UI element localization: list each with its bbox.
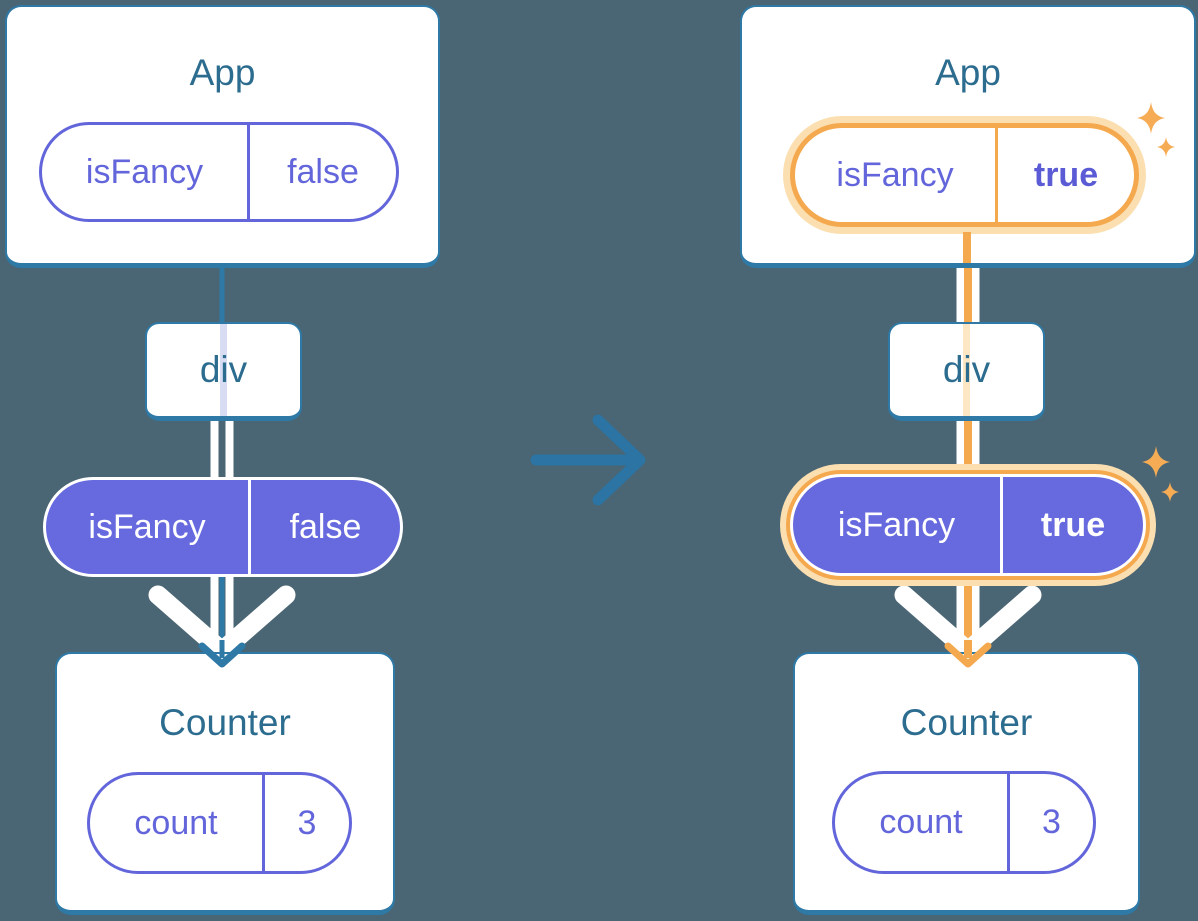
right-div-card: div <box>888 322 1045 421</box>
right-app-title: App <box>935 52 1001 93</box>
right-counter-card: Counter count 3 <box>793 652 1140 915</box>
prop-value-cell: true <box>1033 155 1099 194</box>
left-app-card: App isFancy false <box>5 5 440 268</box>
state-name-cell: count <box>879 803 963 841</box>
state-value-cell: 3 <box>1042 803 1061 841</box>
left-counter-title: Counter <box>159 702 291 743</box>
left-div-passthrough-line <box>220 324 227 416</box>
prop-name-cell: isFancy <box>837 505 956 544</box>
right-passed-prop-pill-highlighted: isFancy true <box>790 474 1146 576</box>
prop-name-cell: isFancy <box>836 155 954 194</box>
pill-divider <box>248 480 251 574</box>
left-div-label: div <box>199 349 248 390</box>
prop-value-cell: false <box>287 152 359 191</box>
right-div-prop-pipe <box>956 415 980 480</box>
left-counter-state-pill: count 3 <box>87 772 352 874</box>
left-prop-counter-pipe <box>148 575 296 661</box>
right-app-prop-pill-highlighted: isFancy true <box>790 123 1139 227</box>
prop-value-cell: true <box>1040 505 1106 544</box>
right-app-div-pipe <box>956 264 980 328</box>
right-counter-title: Counter <box>900 702 1033 743</box>
prop-value-cell: false <box>289 507 362 546</box>
pill-divider <box>1000 477 1003 573</box>
pill-divider <box>247 125 250 219</box>
prop-name-cell: isFancy <box>88 507 206 546</box>
right-div-passthrough-line <box>963 324 970 416</box>
state-value-cell: 3 <box>297 803 317 842</box>
left-passed-prop-pill: isFancy false <box>43 477 403 577</box>
transition-arrow-icon <box>530 414 646 506</box>
left-div-prop-pipe <box>210 415 234 485</box>
right-prop-counter-pipe <box>894 578 1042 661</box>
pill-divider <box>262 775 265 871</box>
pill-divider <box>1007 774 1010 871</box>
right-counter-state-pill: count 3 <box>832 771 1096 874</box>
left-app-title: App <box>189 52 256 93</box>
left-div-card: div <box>145 322 302 421</box>
left-app-div-edge-line <box>219 258 225 330</box>
pill-divider <box>995 128 998 222</box>
right-app-card: App isFancy true <box>740 5 1196 268</box>
right-div-label: div <box>942 349 991 390</box>
state-name-cell: count <box>134 803 218 842</box>
right-app-prop-flow-line <box>963 232 971 263</box>
left-counter-card: Counter count 3 <box>55 652 395 915</box>
left-app-prop-pill: isFancy false <box>39 122 399 222</box>
prop-name-cell: isFancy <box>85 152 204 191</box>
